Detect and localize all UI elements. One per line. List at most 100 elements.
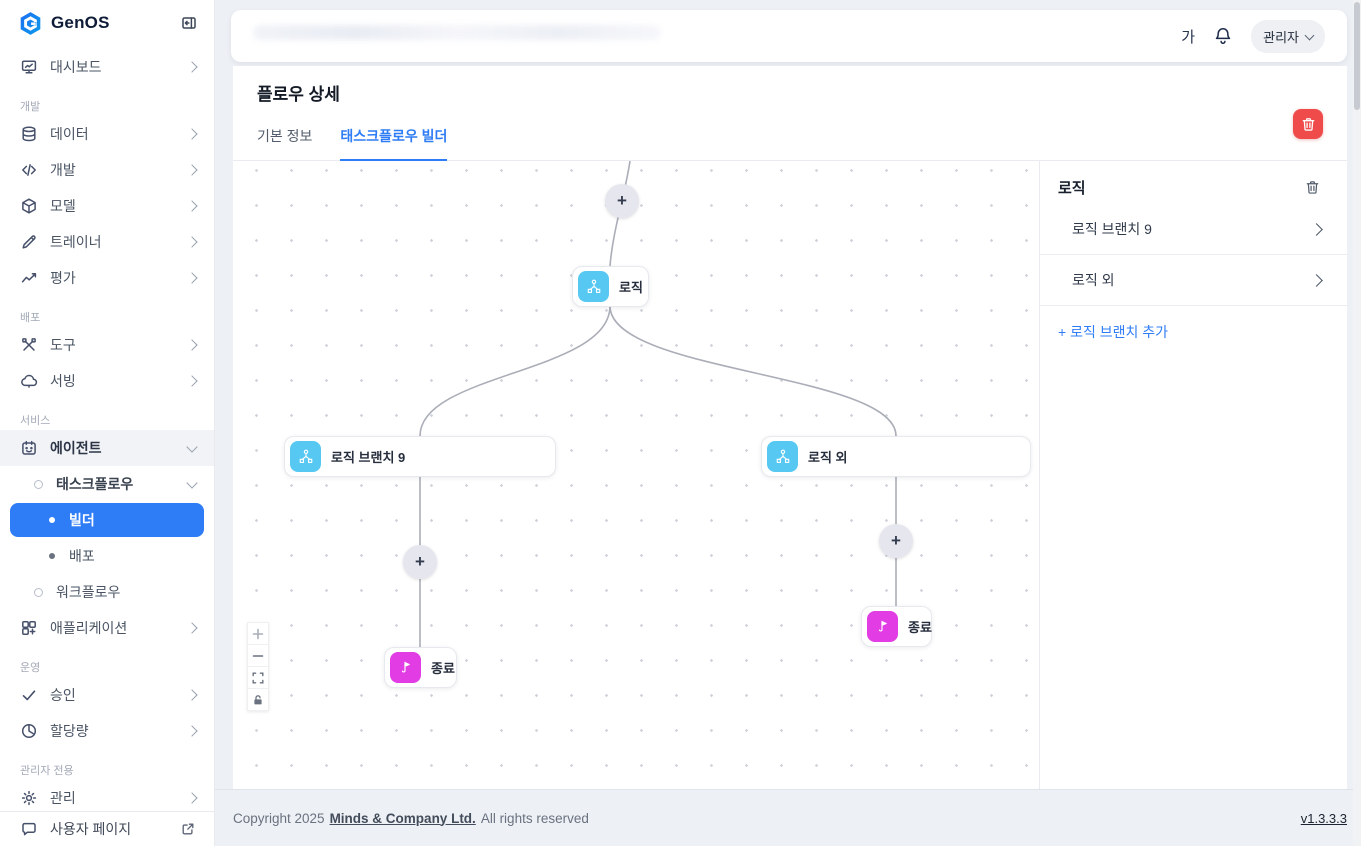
breadcrumb-blurred xyxy=(253,24,661,40)
sidebar-item-trainer[interactable]: 트레이너 xyxy=(0,224,214,260)
logic-panel: 로직 로직 브랜치 9 로직 외 xyxy=(1039,161,1347,789)
add-node-button-left[interactable]: + xyxy=(403,545,437,579)
copyright-prefix: Copyright 2025 xyxy=(233,810,325,826)
sidebar-item-approval[interactable]: 승인 xyxy=(0,677,214,713)
tab-taskflow-builder[interactable]: 태스크플로우 빌더 xyxy=(340,126,448,161)
database-icon xyxy=(20,125,38,143)
sidebar-menu: 대시보드 개발 데이터 개발 xyxy=(0,44,214,811)
sidebar-item-user-page[interactable]: 사용자 페이지 xyxy=(0,811,214,846)
panel-item-branch-else[interactable]: 로직 외 xyxy=(1040,255,1347,306)
zoom-out-button[interactable] xyxy=(247,645,269,667)
sidebar-item-eval[interactable]: 평가 xyxy=(0,260,214,296)
sidebar-item-taskflow[interactable]: 태스크플로우 xyxy=(0,466,214,502)
plus-icon: + xyxy=(617,191,627,210)
sidebar-item-serving[interactable]: 서빙 xyxy=(0,363,214,399)
chevron-right-icon xyxy=(186,375,198,387)
sidebar-item-label: 서빙 xyxy=(50,373,76,389)
add-node-button-right[interactable]: + xyxy=(879,524,913,558)
sidebar-item-label: 대시보드 xyxy=(50,59,102,75)
delete-flow-button[interactable] xyxy=(1293,109,1323,139)
page-title: 플로우 상세 xyxy=(257,85,340,104)
company-link[interactable]: Minds & Company Ltd. xyxy=(329,810,476,826)
tab-basic-info[interactable]: 기본 정보 xyxy=(257,128,313,144)
font-size-button[interactable]: 가 xyxy=(1181,28,1196,46)
node-end-right[interactable]: 종료 xyxy=(861,606,932,647)
chevron-right-icon xyxy=(186,200,198,212)
sidebar-item-deploy[interactable]: 배포 xyxy=(0,538,214,574)
check-icon xyxy=(20,686,38,704)
sidebar-item-label: 배포 xyxy=(69,548,95,564)
main-area: 가 관리자 플로우 상세 기본 정보 태스크플로우 빌더 xyxy=(215,0,1361,846)
bell-icon[interactable] xyxy=(1213,26,1233,46)
pie-quota-icon xyxy=(20,722,38,740)
sidebar-item-model[interactable]: 모델 xyxy=(0,188,214,224)
sidebar-item-workflow[interactable]: 워크플로우 xyxy=(0,574,214,610)
sidebar-item-builder[interactable]: 빌더 xyxy=(10,503,204,537)
sidebar-item-label: 도구 xyxy=(50,337,76,353)
flag-icon xyxy=(390,652,421,683)
node-label: 종료 xyxy=(908,620,932,635)
sidebar-collapse-icon[interactable] xyxy=(180,14,198,32)
agent-icon xyxy=(20,439,38,457)
sidebar-item-dashboard[interactable]: 대시보드 xyxy=(0,49,214,85)
node-logic[interactable]: 로직 xyxy=(572,266,649,307)
section-label-admin: 관리자 전용 xyxy=(20,765,74,777)
scrollbar-thumb[interactable] xyxy=(1354,2,1360,110)
section-label-ops: 운영 xyxy=(20,662,41,674)
code-icon xyxy=(20,161,38,179)
copyright-suffix: All rights reserved xyxy=(480,810,589,826)
chevron-right-icon xyxy=(186,622,198,634)
lock-button[interactable] xyxy=(247,689,269,711)
flow-canvas[interactable]: + 로직 xyxy=(233,161,1039,789)
chevron-right-icon xyxy=(186,128,198,140)
sidebar-item-tools[interactable]: 도구 xyxy=(0,327,214,363)
flag-icon xyxy=(867,611,898,642)
panel-item-branch-9[interactable]: 로직 브랜치 9 xyxy=(1040,204,1347,255)
sidebar-item-develop[interactable]: 개발 xyxy=(0,152,214,188)
bullet-dot-icon xyxy=(49,517,55,523)
trash-icon[interactable] xyxy=(1304,179,1321,196)
sidebar-item-label: 데이터 xyxy=(50,126,89,142)
app-grid-icon xyxy=(20,619,38,637)
add-node-button-top[interactable]: + xyxy=(605,184,639,218)
chevron-down-icon xyxy=(1304,30,1315,40)
sidebar-item-agent[interactable]: 에이전트 xyxy=(0,430,214,466)
sidebar-item-data[interactable]: 데이터 xyxy=(0,116,214,152)
sidebar-item-quota[interactable]: 할당량 xyxy=(0,713,214,749)
node-logic-branch-9[interactable]: 로직 브랜치 9 xyxy=(284,436,556,477)
chevron-right-icon xyxy=(186,61,198,73)
chevron-right-icon xyxy=(186,272,198,284)
tab-bar: 기본 정보 태스크플로우 빌더 xyxy=(233,126,1347,161)
bullet-dot-icon xyxy=(49,553,55,559)
bullet-circle-icon xyxy=(34,587,43,597)
window-scrollbar xyxy=(1353,0,1361,846)
add-logic-branch-link[interactable]: + 로직 브랜치 추가 xyxy=(1058,324,1169,340)
chevron-right-icon xyxy=(186,689,198,701)
zoom-in-button[interactable] xyxy=(247,622,269,645)
sidebar-item-manage[interactable]: 관리 xyxy=(0,780,214,811)
sidebar-item-application[interactable]: 애플리케이션 xyxy=(0,610,214,646)
external-link-icon xyxy=(180,821,196,837)
sidebar-item-label: 애플리케이션 xyxy=(50,620,128,636)
version-link[interactable]: v1.3.3.3 xyxy=(1300,810,1347,826)
section-label-dev: 개발 xyxy=(20,101,41,113)
profile-button[interactable]: 관리자 xyxy=(1251,19,1325,53)
topbar-actions: 가 관리자 xyxy=(1181,19,1325,53)
sidebar-item-label: 빌더 xyxy=(69,512,95,528)
chevron-right-icon xyxy=(186,236,198,248)
chevron-right-icon xyxy=(186,164,198,176)
content-card: 플로우 상세 기본 정보 태스크플로우 빌더 xyxy=(233,66,1347,789)
node-logic-else[interactable]: 로직 외 xyxy=(761,436,1031,477)
sidebar-item-label: 승인 xyxy=(50,687,76,703)
panel-title: 로직 xyxy=(1058,180,1086,197)
sidebar-item-label: 모델 xyxy=(50,198,76,214)
sidebar: GenOS 대시보드 개발 xyxy=(0,0,215,846)
chevron-right-icon xyxy=(1310,273,1323,287)
cloud-icon xyxy=(20,372,38,390)
node-end-left[interactable]: 종료 xyxy=(384,647,457,688)
fit-view-button[interactable] xyxy=(247,667,269,689)
panel-item-label: 로직 브랜치 9 xyxy=(1072,221,1152,237)
builder-workspace: + 로직 xyxy=(233,161,1347,789)
